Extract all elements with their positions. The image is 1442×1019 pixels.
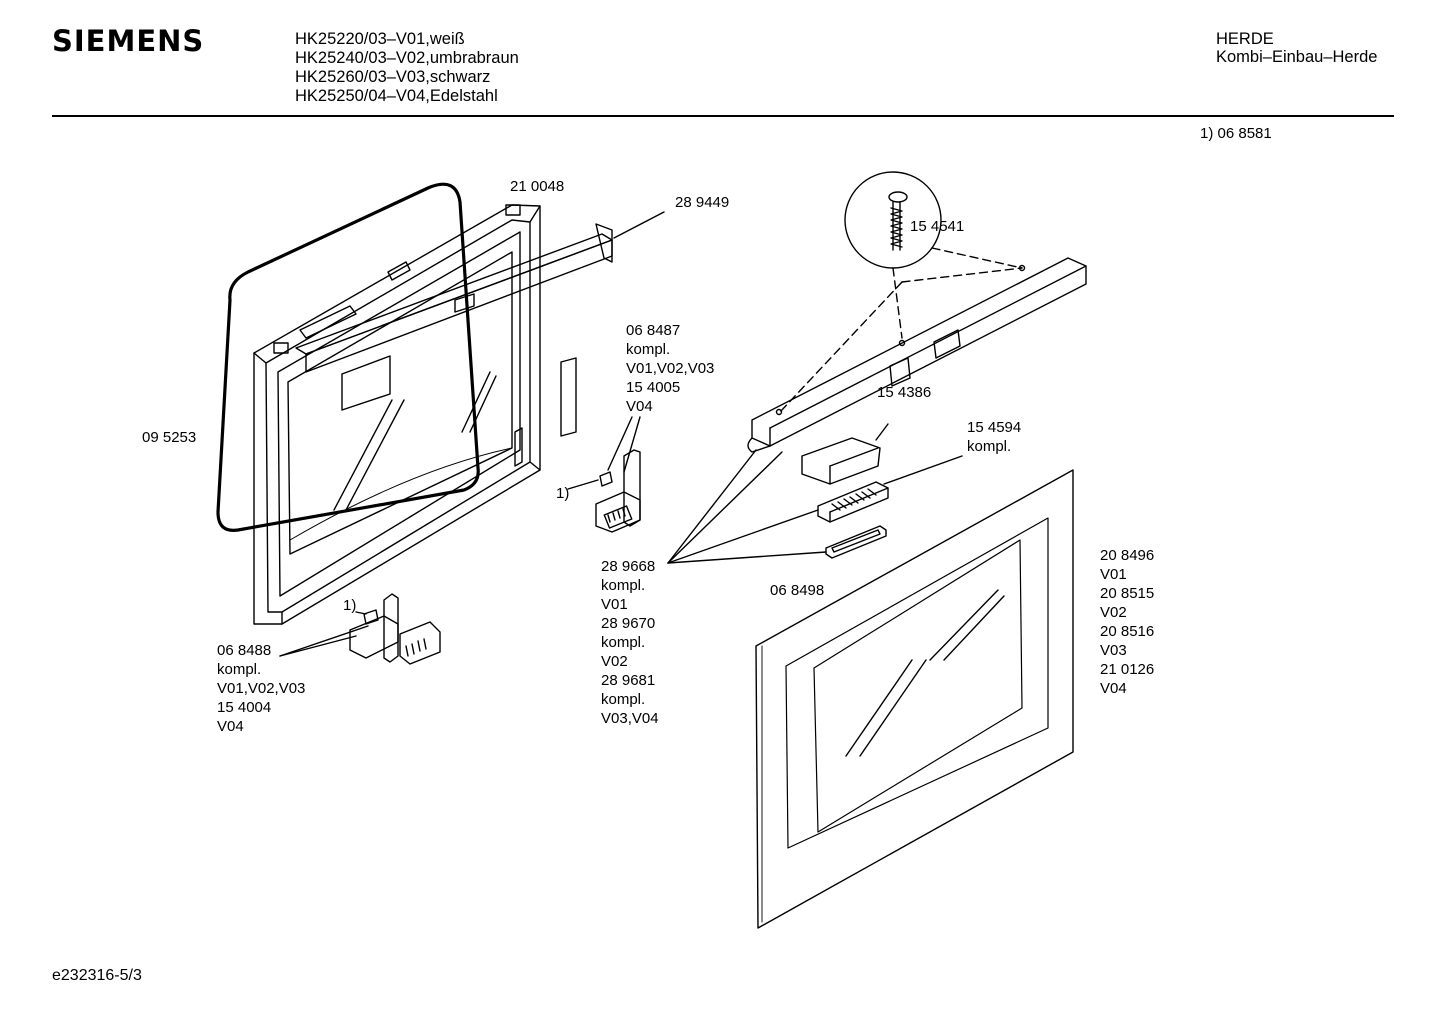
label-line: 20 8496 bbox=[1100, 547, 1155, 564]
label-left-hinge-note: 1) bbox=[343, 597, 357, 614]
label-line: 15 4004 bbox=[217, 699, 272, 716]
label-handle-bar: 28 9668 kompl. V01 28 9670 kompl. V02 28… bbox=[601, 557, 659, 728]
model-line: HK25220/03–V01,weiß bbox=[295, 30, 465, 48]
handle-gasket-part bbox=[668, 526, 886, 563]
label-outer-door: 20 8496 V01 20 8515 V02 20 8516 V03 21 0… bbox=[1100, 546, 1154, 698]
document-id: e232316-5/3 bbox=[52, 967, 142, 984]
label-line: V04 bbox=[1100, 680, 1127, 697]
category-subtitle: Kombi–Einbau–Herde bbox=[1216, 48, 1378, 66]
label-line: V02 bbox=[1100, 604, 1127, 621]
label-door-strip: 28 9449 bbox=[675, 194, 730, 211]
label-line: V01,V02,V03 bbox=[626, 360, 715, 377]
category-block: HERDE Kombi–Einbau–Herde bbox=[1216, 30, 1377, 66]
label-line: 28 9681 bbox=[601, 672, 656, 689]
category-title: HERDE bbox=[1216, 30, 1274, 48]
label-handle-cover: 15 4386 bbox=[877, 384, 932, 401]
label-handle-gasket: 06 8498 bbox=[770, 582, 825, 599]
label-door-seal: 09 5253 bbox=[142, 429, 197, 446]
handle-cover-part bbox=[802, 424, 888, 484]
model-line: HK25260/03–V03,schwarz bbox=[295, 68, 491, 86]
label-line: 21 0126 bbox=[1100, 661, 1155, 678]
label-line: kompl. bbox=[967, 438, 1012, 455]
label-line: V04 bbox=[626, 398, 653, 415]
label-line: 20 8515 bbox=[1100, 585, 1155, 602]
label-line: 15 4594 bbox=[967, 419, 1022, 436]
label-line: 06 8488 bbox=[217, 642, 272, 659]
label-line: 28 9668 bbox=[601, 558, 656, 575]
label-inner-frame: 21 0048 bbox=[510, 178, 565, 195]
label-right-hinge: 06 8487 kompl. V01,V02,V03 15 4005 V04 bbox=[626, 321, 714, 416]
handle-bar-part bbox=[668, 258, 1086, 563]
screw-detail-part bbox=[780, 172, 1022, 412]
label-line: V01 bbox=[601, 596, 628, 613]
left-hinge-part bbox=[280, 594, 440, 664]
right-hinge-part bbox=[568, 417, 640, 532]
label-left-hinge: 06 8488 kompl. V01,V02,V03 15 4004 V04 bbox=[217, 641, 305, 736]
inner-door-frame-part bbox=[254, 205, 540, 624]
label-line: 20 8516 bbox=[1100, 623, 1155, 640]
label-right-hinge-note: 1) bbox=[556, 485, 570, 502]
label-line: V03,V04 bbox=[601, 710, 659, 727]
label-line: V01 bbox=[1100, 566, 1127, 583]
footnote: 1) 06 8581 bbox=[1200, 125, 1272, 142]
label-line: 28 9670 bbox=[601, 615, 656, 632]
model-line: HK25250/04–V04,Edelstahl bbox=[295, 87, 498, 105]
label-line: 06 8487 bbox=[626, 322, 681, 339]
label-line: kompl. bbox=[217, 661, 262, 678]
outer-door-glass-part bbox=[756, 470, 1073, 928]
label-line: kompl. bbox=[626, 341, 671, 358]
vent-grille-part bbox=[668, 456, 962, 563]
label-line: V01,V02,V03 bbox=[217, 680, 306, 697]
model-list: HK25220/03–V01,weiß HK25240/03–V02,umbra… bbox=[295, 30, 519, 106]
door-strip-part bbox=[296, 212, 664, 410]
label-line: kompl. bbox=[601, 634, 646, 651]
label-vent-grille: 15 4594 kompl. bbox=[967, 418, 1021, 456]
label-line: kompl. bbox=[601, 577, 646, 594]
label-line: 15 4005 bbox=[626, 379, 681, 396]
label-line: V04 bbox=[217, 718, 244, 735]
label-line: V03 bbox=[1100, 642, 1127, 659]
small-plate-part bbox=[561, 358, 576, 436]
model-line: HK25240/03–V02,umbrabraun bbox=[295, 49, 519, 67]
header-divider bbox=[52, 115, 1394, 117]
label-line: V02 bbox=[601, 653, 628, 670]
label-line: kompl. bbox=[601, 691, 646, 708]
label-screw: 15 4541 bbox=[910, 218, 965, 235]
brand-logo: SIEMENS bbox=[52, 24, 205, 58]
door-seal-part bbox=[218, 184, 478, 530]
